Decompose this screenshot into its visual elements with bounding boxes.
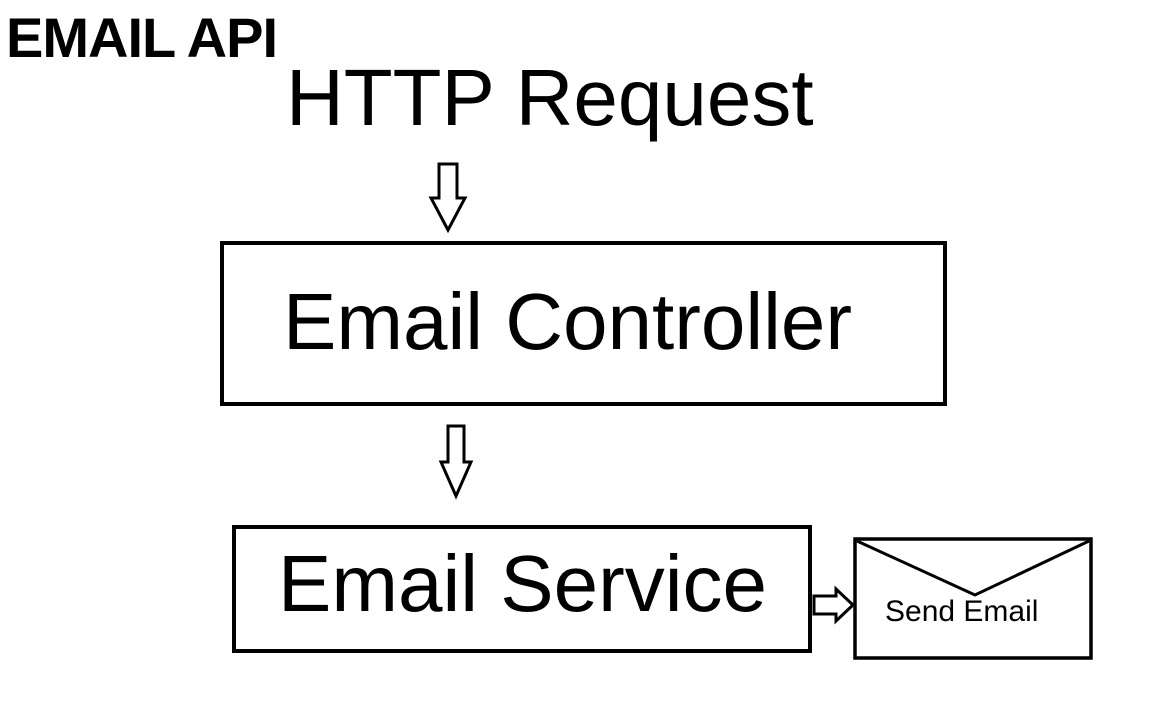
down-arrow-icon — [428, 162, 468, 234]
envelope-icon — [853, 537, 1093, 660]
email-service-box — [232, 525, 812, 653]
http-request-label: HTTP Request — [286, 53, 814, 142]
send-email-label: Send Email — [885, 595, 1039, 628]
right-arrow-icon — [812, 585, 856, 625]
email-service-label: Email Service — [278, 539, 768, 628]
down-arrow-icon — [438, 424, 474, 500]
diagram-title: EMAIL API — [6, 6, 278, 69]
email-controller-box — [220, 241, 947, 406]
email-controller-label: Email Controller — [283, 277, 853, 366]
